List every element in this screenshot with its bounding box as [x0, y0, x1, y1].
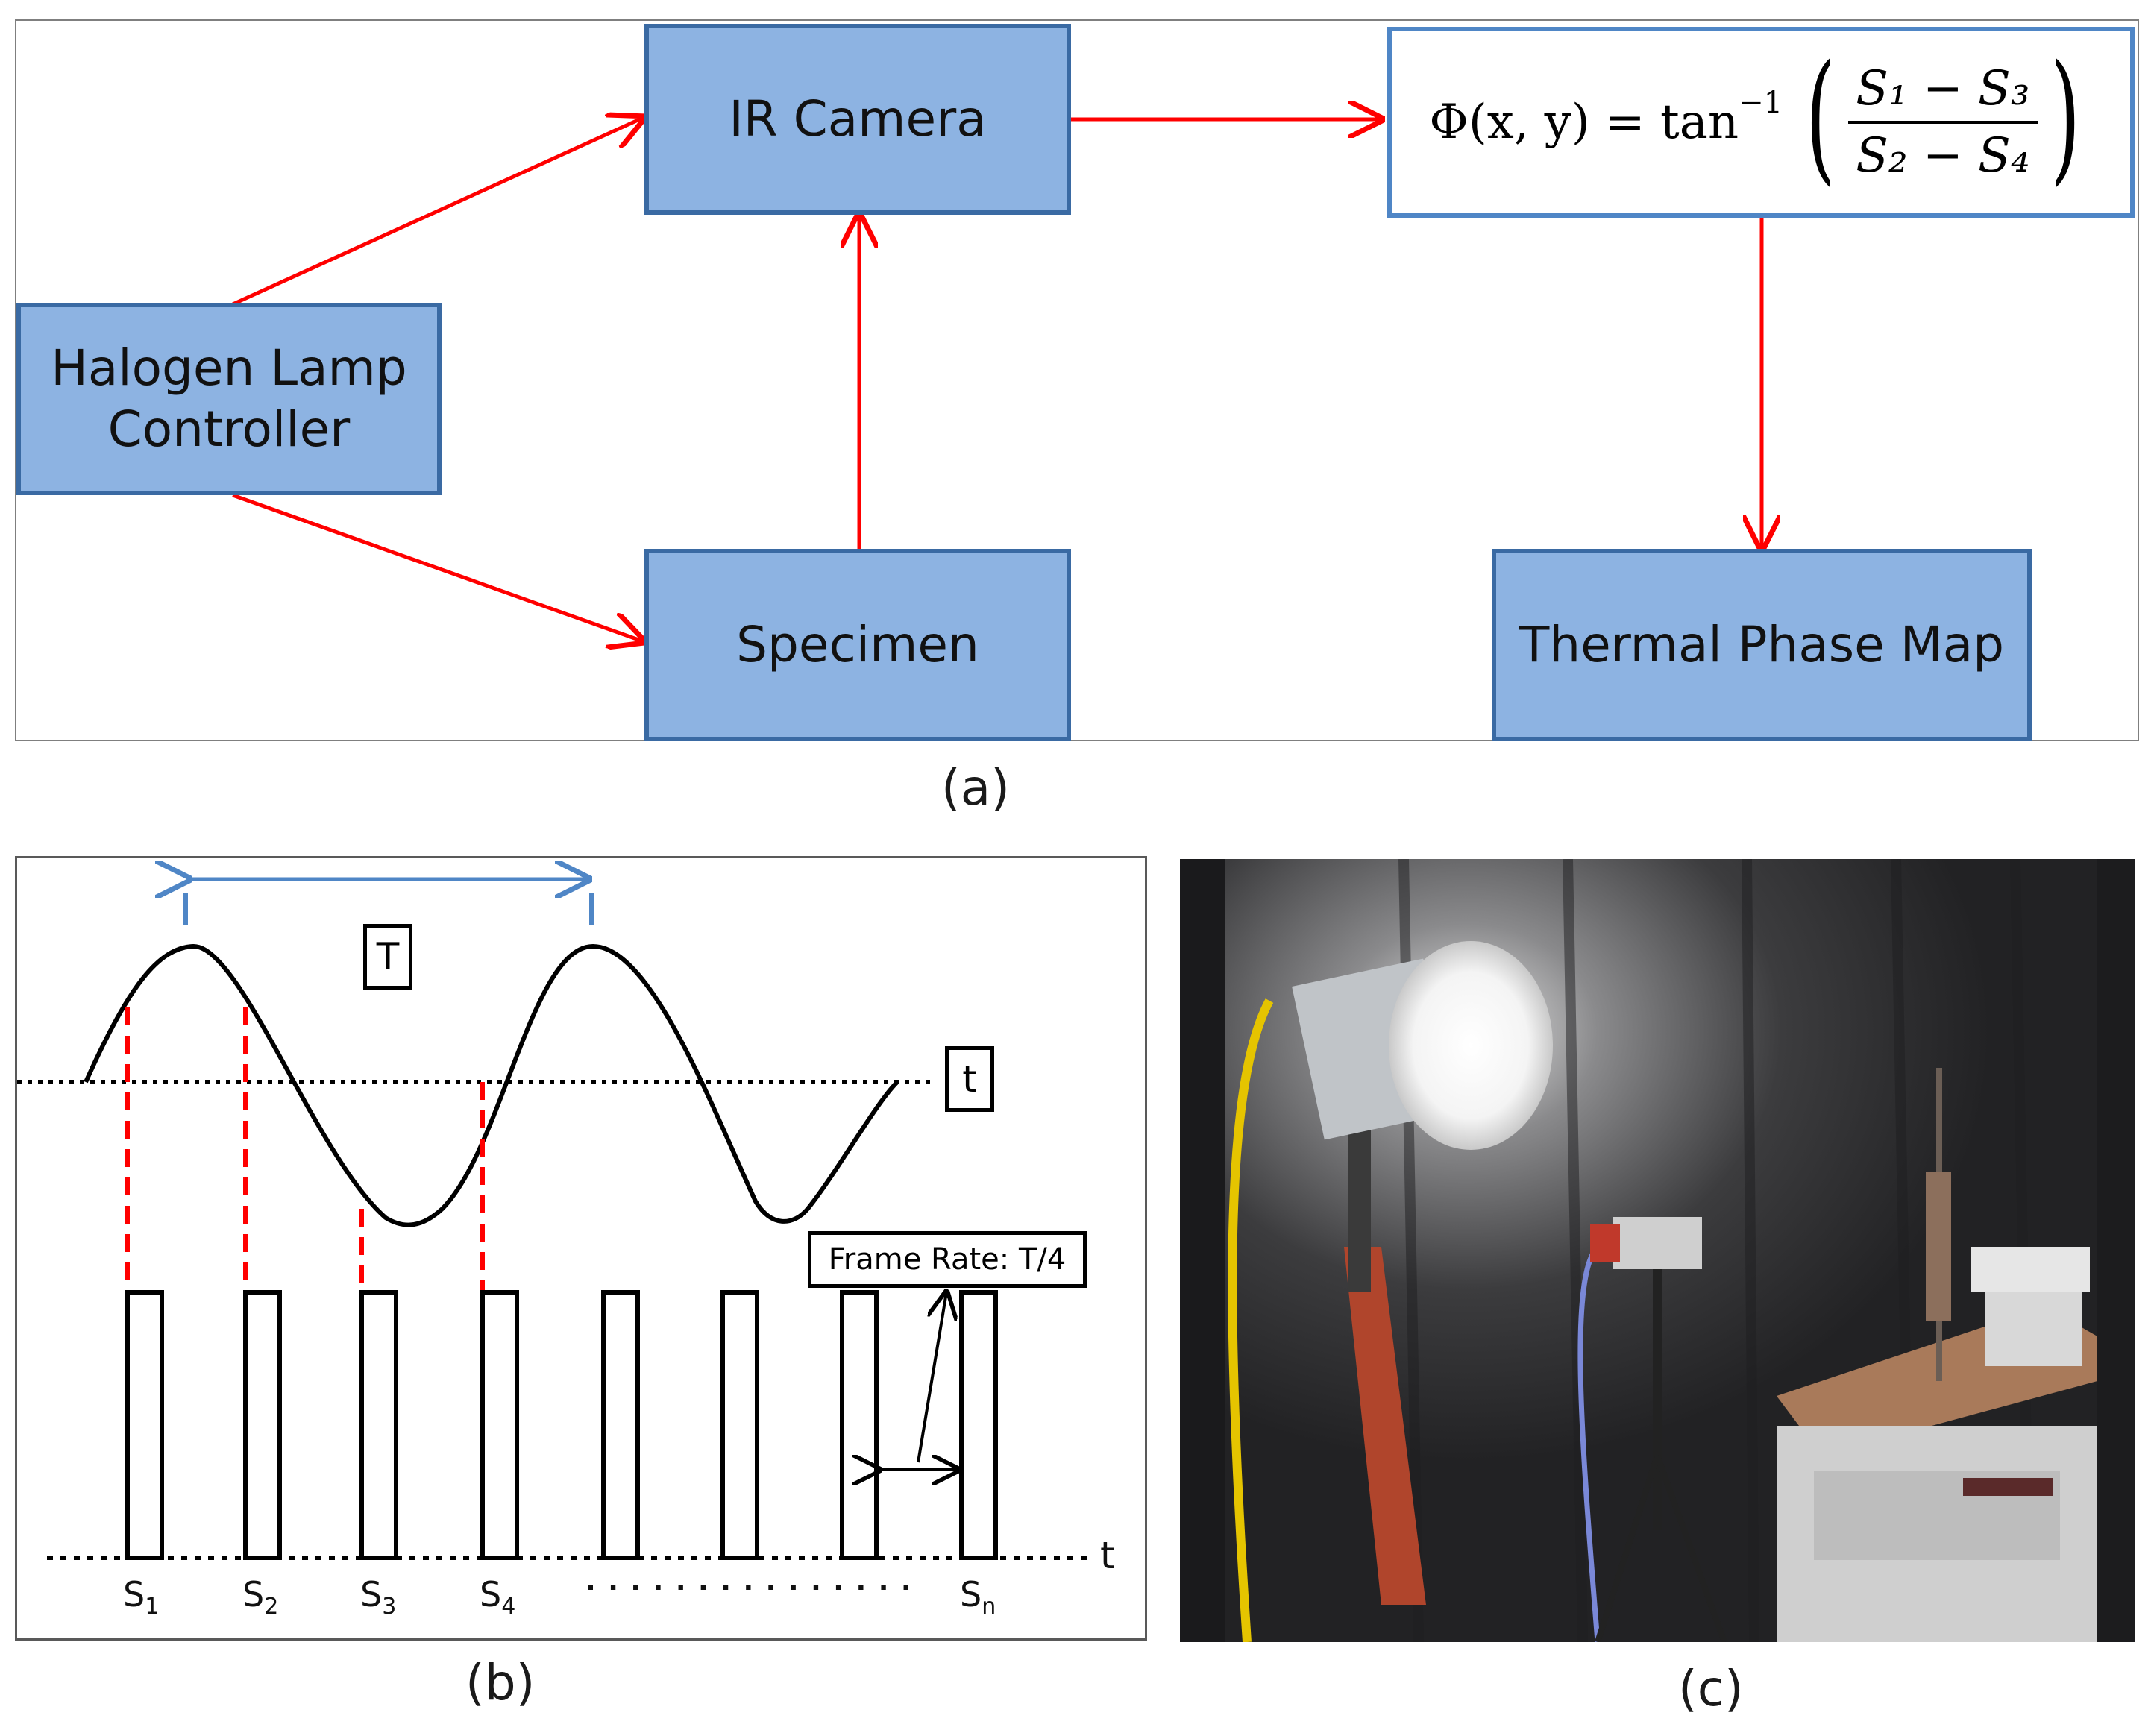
- equation-left-paren: (: [1805, 34, 1836, 199]
- lamp-face: [1389, 941, 1553, 1150]
- sampling-diagram-panel: T t Frame Rate: T/4 t S1 S2 S3 S4 · · · …: [15, 856, 1147, 1641]
- curtain-folds: [1398, 859, 2035, 1642]
- frame-rate-pointer: [917, 1292, 946, 1463]
- pulse-5: [601, 1290, 640, 1560]
- enclosure-right-wall: [2097, 859, 2135, 1642]
- ir-camera-front: [1590, 1224, 1620, 1262]
- pulse-3: [359, 1290, 398, 1560]
- equation-fraction: S₁ − S₃ S₂ − S₄: [1848, 61, 2038, 183]
- arrow-halogen-to-specimen: [232, 493, 643, 641]
- sample-label-1: S1: [123, 1574, 160, 1620]
- sample-label-n: Sn: [960, 1574, 996, 1620]
- equation-lhs: Φ(x, y) = tan: [1429, 95, 1739, 150]
- sample-label-4: S4: [480, 1574, 516, 1620]
- equation-right-paren: ): [2050, 34, 2080, 199]
- equation-denominator: S₂ − S₄: [1856, 128, 2030, 183]
- period-label: T: [363, 924, 412, 990]
- sinusoid-curve: [84, 943, 899, 1227]
- phase-equation-box: Φ(x, y) = tan −1 ( S₁ − S₃ S₂ − S₄ ): [1387, 27, 2135, 218]
- table-handle: [1963, 1478, 2053, 1496]
- thermal-phase-map-box: Thermal Phase Map: [1492, 549, 2032, 741]
- sine-axis-label: t: [945, 1046, 994, 1112]
- yellow-cable: [1228, 998, 1274, 1642]
- sample-label-3: S3: [360, 1574, 397, 1620]
- pulse-8: [959, 1290, 998, 1560]
- pulse-6: [720, 1290, 759, 1560]
- caption-b: (b): [465, 1654, 536, 1711]
- sample-ellipsis: · · · · · · · · · · · · · · ·: [585, 1573, 913, 1603]
- experimental-setup-photo: [1180, 859, 2135, 1642]
- pulse-axis-label: t: [1100, 1534, 1115, 1577]
- ir-camera-box: IR Camera: [644, 24, 1071, 215]
- caption-c: (c): [1678, 1660, 1744, 1717]
- ir-camera-body: [1613, 1217, 1702, 1269]
- frame-rate-label: Frame Rate: T/4: [808, 1231, 1087, 1288]
- enclosure-left-wall: [1180, 859, 1225, 1642]
- pulse-2: [243, 1290, 282, 1560]
- tripod-leg-left: [1595, 1454, 1660, 1642]
- halogen-lamp-controller-box: Halogen Lamp Controller: [16, 303, 442, 495]
- sampling-diagram: [17, 858, 1091, 1560]
- pulse-train: [125, 1290, 998, 1560]
- setup-photo-drawing: [1180, 859, 2135, 1642]
- sample-label-2: S2: [242, 1574, 279, 1620]
- caption-a: (a): [941, 759, 1010, 817]
- block-diagram-arrows: [231, 21, 2141, 743]
- pulse-4: [480, 1290, 519, 1560]
- equation-numerator: S₁ − S₃: [1856, 61, 2030, 116]
- pulse-1: [125, 1290, 164, 1560]
- specimen-box: Specimen: [644, 549, 1071, 741]
- equipment-box: [1971, 1247, 2090, 1292]
- specimen-plate: [1926, 1172, 1951, 1321]
- phase-equation: Φ(x, y) = tan −1 ( S₁ − S₃ S₂ − S₄ ): [1392, 31, 2130, 213]
- tripod-leg-right: [1654, 1454, 1727, 1642]
- pulse-7: [840, 1290, 879, 1560]
- fraction-bar: [1848, 121, 2038, 124]
- equation-exponent: −1: [1739, 86, 1783, 120]
- arrow-halogen-to-camera: [231, 118, 643, 306]
- lamp-arm: [1344, 1247, 1426, 1605]
- block-diagram-panel: Halogen Lamp Controller IR Camera Specim…: [15, 19, 2139, 741]
- blue-cable: [1577, 1245, 1601, 1642]
